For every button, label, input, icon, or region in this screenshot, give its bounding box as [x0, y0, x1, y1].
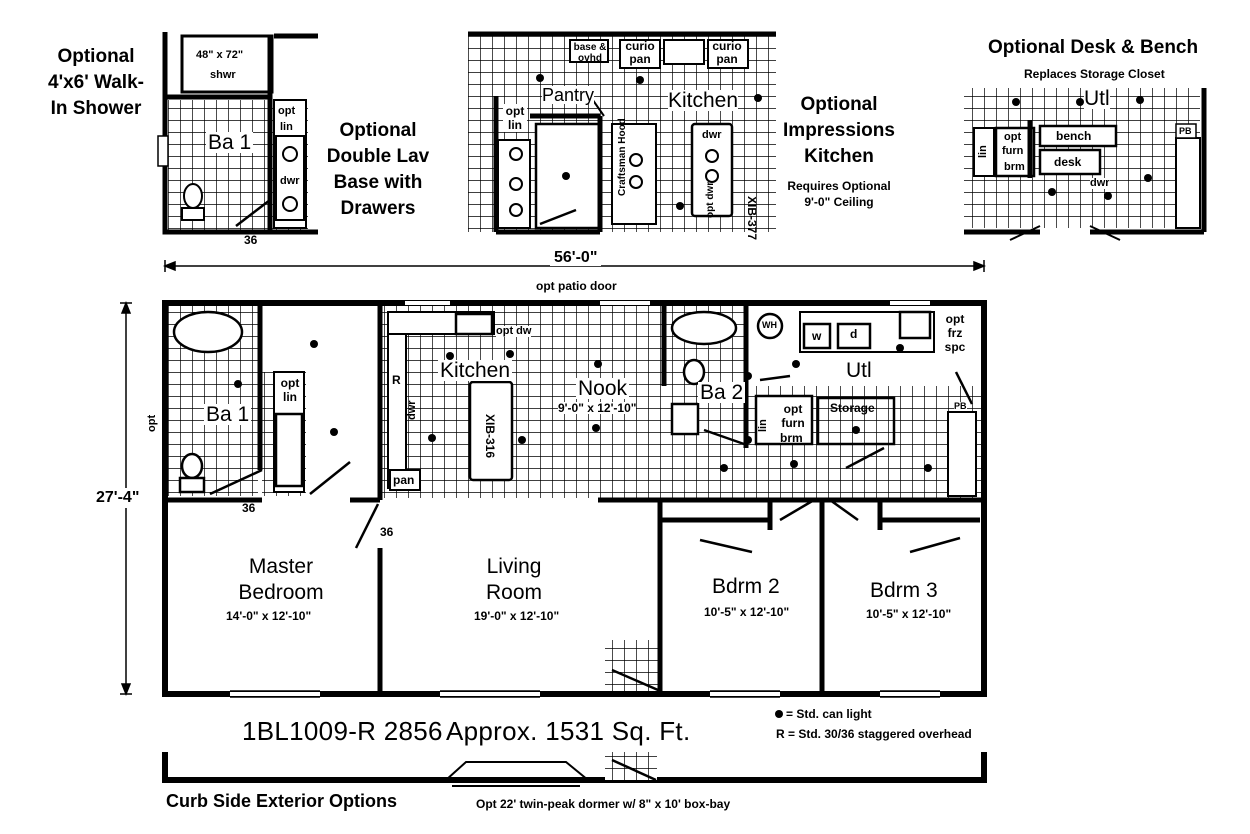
- shower-size-label: 48" x 72": [196, 49, 244, 61]
- kitchen-dwr: dwr: [406, 400, 418, 420]
- storage-label: Storage: [830, 401, 875, 415]
- nook-label: Nook: [576, 377, 630, 400]
- dormer-note: Opt 22' twin-peak dormer w/ 8" x 10' box…: [476, 797, 731, 811]
- water-heater-label: WH: [762, 320, 777, 330]
- water-heater: [756, 312, 784, 340]
- master-bedroom-label: Master Bedroom: [238, 555, 324, 604]
- tub-1: [172, 310, 244, 354]
- utility-label: Utl: [846, 359, 872, 382]
- depth-dimension: 27'-4": [96, 488, 140, 508]
- square-footage: Approx. 1531 Sq. Ft.: [446, 716, 691, 746]
- inset-bath-label: Ba 1: [206, 131, 254, 154]
- exterior-options-title: Curb Side Exterior Options: [166, 791, 398, 811]
- bedroom3-dim: 10'-5" x 12'-10": [866, 607, 952, 621]
- opt-furnace-label: opt furn: [781, 402, 805, 430]
- opt-freezer-space: opt frz spc: [944, 312, 966, 354]
- living-room-dim: 19'-0" x 12'-10": [474, 609, 560, 623]
- curio-pan-2: curio pan: [712, 39, 742, 66]
- desk-bench-note: Replaces Storage Closet: [1024, 67, 1165, 81]
- double-lav: [274, 412, 304, 488]
- bath1-door-width: 36: [242, 501, 256, 515]
- bath1-window-opt: opt: [146, 414, 158, 432]
- bedroom2-dim: 10'-5" x 12'-10": [704, 605, 790, 619]
- model-number: 1BL1009-R 2856: [242, 716, 443, 746]
- patio-door-note: opt patio door: [536, 279, 617, 293]
- inset-opt-label: opt: [278, 105, 296, 117]
- master-door-width: 36: [380, 525, 394, 539]
- pantry-label: Pantry: [542, 85, 595, 105]
- bedroom3-label: Bdrm 3: [870, 579, 938, 602]
- inset-opt-lin: opt lin: [503, 104, 527, 132]
- base-ovhd-label: base & ovhd: [573, 42, 607, 64]
- inset-desk-lin: lin: [977, 145, 989, 158]
- dryer-label: d: [850, 327, 858, 341]
- opt-dw-label: opt dw: [496, 325, 532, 337]
- double-lav-callout: Optional Double Lav Base with Drawers: [326, 120, 430, 219]
- inset-opt-dwr: opt dwr: [705, 181, 716, 218]
- inset-desk-brm: brm: [1004, 161, 1025, 173]
- inset-kitchen-label: Kitchen: [668, 89, 739, 112]
- desk-label: desk: [1054, 155, 1082, 169]
- inset-dwr-label: dwr: [280, 175, 300, 187]
- inset-door-label: 36: [244, 233, 258, 247]
- legend-can-light: = Std. can light: [786, 707, 872, 721]
- nook-dim: 9'-0" x 12'-10": [558, 401, 637, 415]
- inset-desk-dwr: dwr: [1090, 177, 1110, 189]
- curio-pan-1: curio pan: [625, 39, 655, 66]
- bedroom2-label: Bdrm 2: [712, 575, 780, 598]
- entry-floor: [605, 640, 661, 694]
- walkin-shower: [180, 34, 274, 94]
- master-bedroom-dim: 14'-0" x 12'-10": [226, 609, 312, 623]
- desk-bench-callout: Optional Desk & Bench: [988, 37, 1199, 58]
- bath2-label: Ba 2: [698, 381, 746, 404]
- pb-label: PB: [954, 401, 967, 411]
- width-dimension: 56'-0": [550, 250, 602, 266]
- bench-label: bench: [1056, 129, 1092, 143]
- impressions-kitchen-callout: Optional Impressions Kitchen: [783, 94, 895, 167]
- walkin-shower-callout: Optional 4'x6' Walk-In Shower: [48, 46, 144, 119]
- inset-desk-furn: furn: [1002, 145, 1024, 157]
- impressions-requires-note: Requires Optional 9'-0" Ceiling: [787, 179, 891, 209]
- bench: [1038, 124, 1118, 148]
- inset-lin-label: lin: [280, 121, 293, 133]
- inset-island-label: XIB-377: [745, 196, 759, 241]
- bath1-label: Ba 1: [204, 403, 252, 426]
- inset-utl-label: Utl: [1084, 87, 1110, 110]
- inset-kitchen-dwr: dwr: [702, 129, 722, 141]
- hall-lin-label: lin: [757, 419, 769, 432]
- desk: [1038, 148, 1102, 176]
- living-room-label: Living Room: [485, 555, 543, 604]
- broom-closet-label: brm: [780, 431, 803, 445]
- pan-label: pan: [393, 473, 415, 487]
- washer-label: w: [812, 329, 822, 343]
- inset-pb-label: PB: [1179, 126, 1192, 136]
- tub-2: [670, 310, 738, 346]
- kitchen-label: Kitchen: [438, 359, 513, 382]
- bath1-opt-lin: opt lin: [278, 376, 302, 404]
- legend-overhead: R = Std. 30/36 staggered overhead: [776, 727, 972, 741]
- inset-desk-opt: opt: [1004, 131, 1022, 143]
- exterior-wall: [162, 300, 987, 697]
- shower-label: shwr: [210, 69, 236, 81]
- craftsman-hood-label: Craftsman Hood: [617, 118, 628, 196]
- kitchen-island-label: XIB-316: [483, 414, 497, 459]
- fridge-label: R: [392, 373, 401, 387]
